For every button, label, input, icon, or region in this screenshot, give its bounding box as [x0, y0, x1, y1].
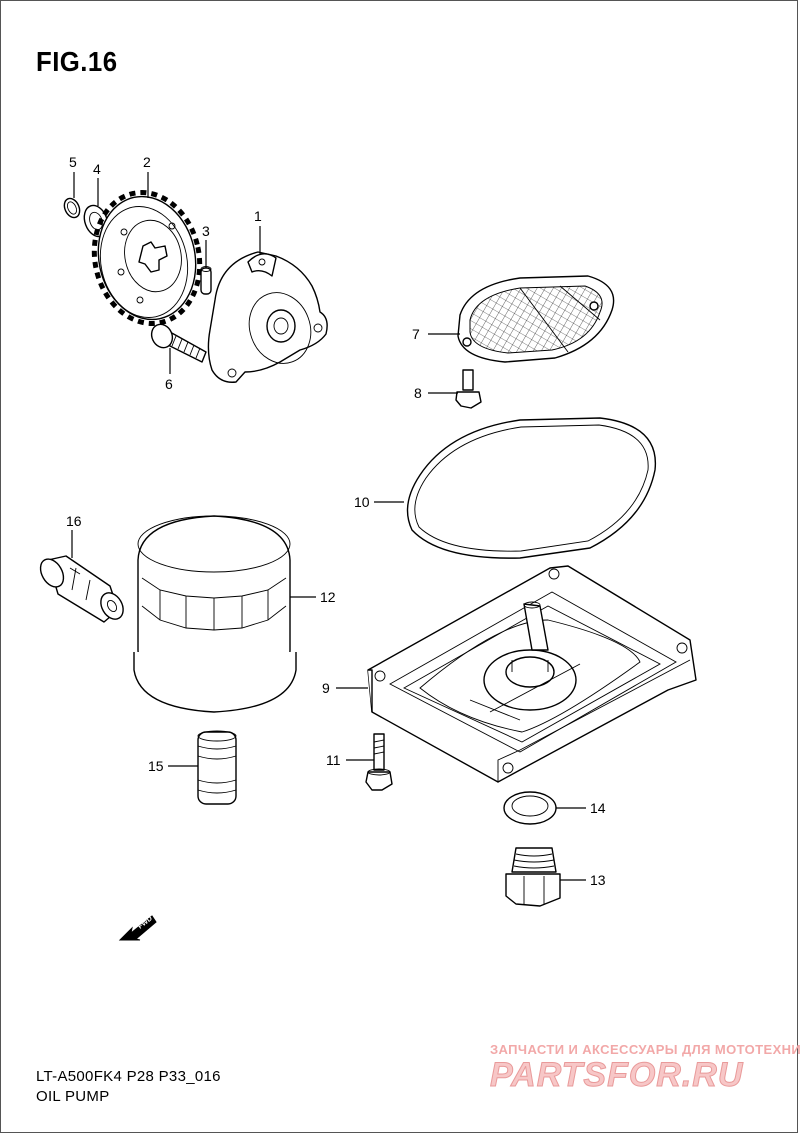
part-16-oil-pressure-switch: [39, 555, 124, 623]
callout-9: 9: [322, 680, 330, 696]
callout-1: 1: [254, 208, 262, 224]
callout-5: 5: [69, 154, 77, 170]
fwd-arrow-icon: FWD: [118, 915, 157, 941]
part-14-o-ring: [503, 791, 557, 825]
part-11-bolt: [365, 733, 393, 791]
part-1-oil-pump-body: [207, 251, 328, 383]
figure-title: FIG.16: [36, 46, 118, 77]
part-12-oil-filter: [133, 515, 297, 713]
part-13-plug: [505, 847, 561, 907]
part-15-stud: [197, 730, 237, 805]
callout-14: 14: [590, 800, 606, 816]
part-8-bolt: [455, 369, 482, 409]
footer-section-name: OIL PUMP: [36, 1088, 110, 1105]
callout-2: 2: [143, 154, 151, 170]
callout-16: 16: [66, 513, 82, 529]
callout-8: 8: [414, 385, 422, 401]
part-7-oil-strainer: [457, 275, 615, 363]
callout-3: 3: [202, 223, 210, 239]
part-5-circlip: [63, 197, 81, 219]
callout-10: 10: [354, 494, 370, 510]
leader-lines: [71, 172, 586, 881]
callout-15: 15: [148, 758, 164, 774]
part-9-cover: [367, 565, 697, 783]
callout-numbers: 1 2 3 4 5 6 7 8 9 10 11 12 13 14 15 16: [66, 154, 606, 888]
callout-11: 11: [326, 752, 341, 768]
part-6-bolt: [150, 323, 207, 363]
callout-12: 12: [320, 589, 336, 605]
callout-13: 13: [590, 872, 606, 888]
callout-4: 4: [93, 161, 101, 177]
watermark-logo: PARTSFOR.RU: [489, 1056, 744, 1095]
part-2-oil-pump-gear: [91, 190, 203, 326]
watermark-tagline: ЗАПЧАСТИ И АКСЕССУАРЫ ДЛЯ МОТОТЕХНИКИ: [490, 1042, 800, 1057]
callout-6: 6: [165, 376, 173, 392]
part-10-gasket: [406, 417, 657, 559]
part-3-pin: [200, 266, 212, 295]
callout-7: 7: [412, 326, 420, 342]
footer-model-code: LT-A500FK4 P28 P33_016: [36, 1068, 221, 1085]
